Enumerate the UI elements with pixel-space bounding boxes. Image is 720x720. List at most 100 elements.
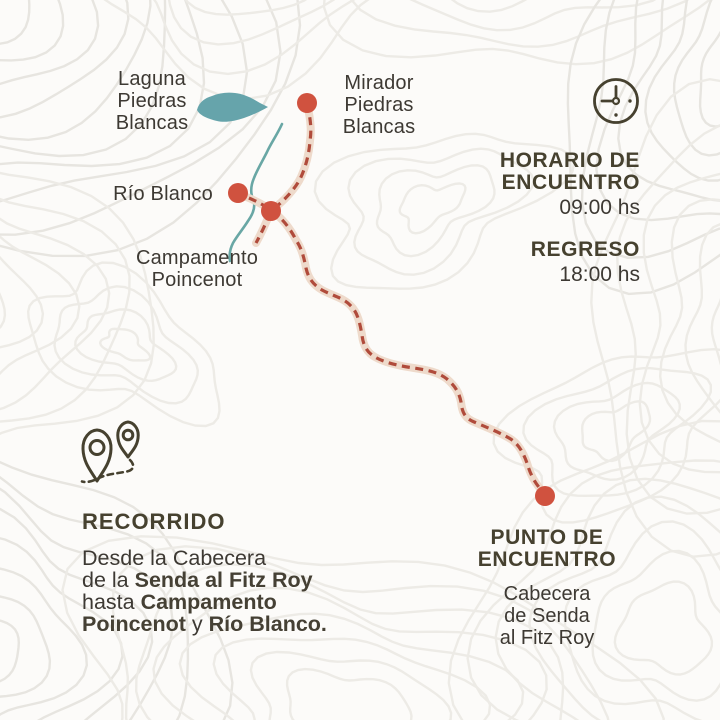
contour-line xyxy=(658,198,720,444)
contour-line xyxy=(644,0,720,182)
marker-trail-junction xyxy=(261,201,281,221)
return-heading: REGRESO xyxy=(530,238,640,261)
label-line: Campamento xyxy=(135,247,259,269)
label-line: Mirador xyxy=(344,72,414,94)
contour-line xyxy=(111,545,610,720)
label-line: Piedras xyxy=(344,94,414,116)
contour-line xyxy=(134,562,565,720)
clock-icon xyxy=(593,78,639,124)
route-text-segment: y xyxy=(185,612,209,636)
contour-line xyxy=(0,0,282,236)
label-line: Río Blanco xyxy=(113,183,213,205)
contour-line xyxy=(0,197,131,423)
contour-line xyxy=(563,520,720,720)
contour-line xyxy=(26,261,221,428)
contour-line xyxy=(178,612,525,720)
contour-line xyxy=(313,132,576,290)
marker-rio-blanco xyxy=(228,183,248,203)
pins-route-icon xyxy=(80,420,140,484)
route-description-text: Desde la Cabecera de la Senda al Fitz Ro… xyxy=(82,547,327,635)
route-text-segment-bold: Poincenot xyxy=(82,612,186,636)
contour-line xyxy=(0,217,111,411)
contour-line xyxy=(0,0,206,168)
contour-line xyxy=(285,667,413,720)
marker-mirador-piedras-blancas xyxy=(297,93,317,113)
contour-line xyxy=(638,172,720,474)
contour-line xyxy=(0,0,100,86)
contour-line xyxy=(0,0,249,203)
contour-line xyxy=(103,0,370,101)
contour-line xyxy=(522,367,712,498)
marker-punto-de-encuentro xyxy=(535,486,555,506)
route-text-segment: hasta xyxy=(82,590,141,614)
label-line: Laguna xyxy=(118,68,186,90)
contour-line xyxy=(710,297,720,366)
contour-line xyxy=(74,308,178,383)
contour-line xyxy=(591,549,720,702)
contour-line xyxy=(322,0,712,66)
contour-line xyxy=(492,347,720,524)
contour-line xyxy=(0,537,124,720)
contour-line xyxy=(528,495,720,720)
location-line: Cabecera xyxy=(503,583,591,605)
contour-line xyxy=(0,567,89,716)
contour-line xyxy=(617,0,720,202)
meeting-point-section: PUNTO DE ENCUENTRO Cabecera de Senda al … xyxy=(477,526,617,650)
contour-line xyxy=(0,619,21,683)
contour-line xyxy=(152,586,548,720)
route-dashes xyxy=(80,458,135,484)
contour-line xyxy=(0,171,155,436)
contour-line xyxy=(590,77,720,558)
clock-tick xyxy=(628,99,632,103)
route-description-section: RECORRIDO Desde la Cabecera de la Senda … xyxy=(82,509,327,636)
contour-line xyxy=(566,0,720,296)
contour-line xyxy=(409,0,657,32)
map-markers xyxy=(228,93,555,506)
contour-line xyxy=(0,460,234,720)
trail-dashed-line xyxy=(243,103,547,496)
meeting-time-block: HORARIO DE ENCUENTRO 09:00 hs xyxy=(500,150,640,220)
route-heading: RECORRIDO xyxy=(82,509,226,534)
contour-line xyxy=(595,0,720,222)
label-laguna-piedras-blancas: Laguna Piedras Blancas xyxy=(116,68,189,134)
label-mirador-piedras-blancas: Mirador Piedras Blancas xyxy=(343,72,416,138)
contour-line xyxy=(0,487,175,720)
label-line: Poincenot xyxy=(151,269,243,291)
contour-line xyxy=(212,637,492,720)
contour-line xyxy=(153,0,356,76)
contour-line xyxy=(0,0,31,45)
contour-line xyxy=(580,0,720,260)
contour-line xyxy=(466,459,720,720)
location-line: al Fitz Roy xyxy=(499,627,595,649)
contour-line xyxy=(613,580,714,676)
contour-line xyxy=(398,182,467,235)
label-line: Blancas xyxy=(115,112,189,134)
contour-line xyxy=(350,0,690,48)
lake-shape xyxy=(197,92,268,122)
contour-line xyxy=(347,147,535,276)
contour-line xyxy=(494,477,720,720)
contour-line xyxy=(0,0,302,258)
contour-line xyxy=(249,650,453,720)
contour-line xyxy=(375,164,496,258)
contour-line xyxy=(447,419,720,720)
contour-line xyxy=(450,0,528,13)
contour-line xyxy=(61,535,665,720)
route-text-line: hasta Campamento xyxy=(82,591,327,613)
return-time-block: REGRESO 18:00 hs xyxy=(531,239,640,287)
meeting-heading-line1: HORARIO DE xyxy=(499,149,640,172)
contour-line xyxy=(0,595,52,698)
location-line: de Senda xyxy=(504,605,590,627)
route-text-segment: Desde la Cabecera xyxy=(82,546,267,570)
contour-line xyxy=(580,400,652,463)
contour-line xyxy=(552,381,681,482)
route-text-segment-bold: Campamento xyxy=(140,590,277,614)
meeting-point-location: Cabecera de Senda al Fitz Roy xyxy=(478,583,616,649)
meeting-point-heading-line1: PUNTO DE xyxy=(490,526,604,549)
meeting-point-heading-line2: ENCUENTRO xyxy=(477,548,617,571)
contour-line xyxy=(53,285,200,405)
contour-line xyxy=(672,0,720,157)
contour-line xyxy=(98,327,152,362)
